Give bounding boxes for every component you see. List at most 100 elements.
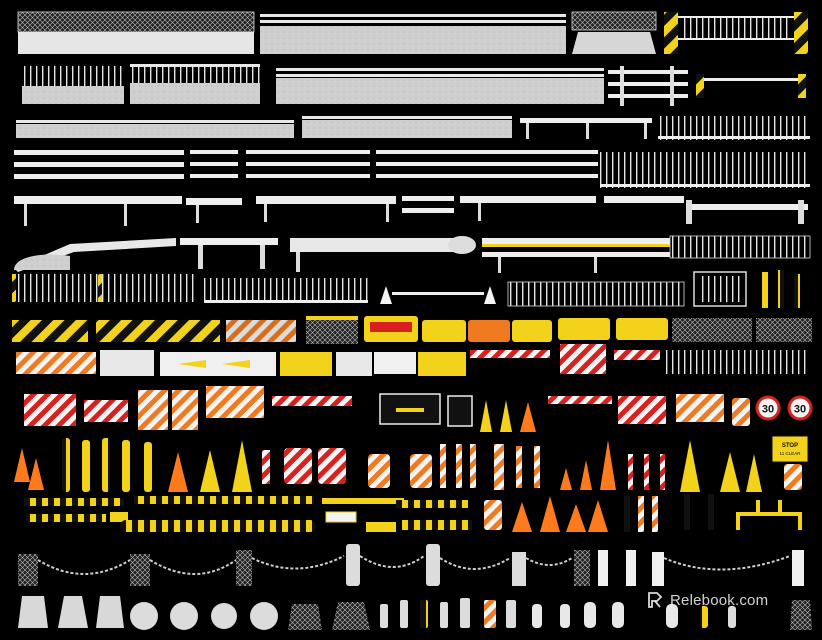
row-guardrail-ends <box>14 235 811 273</box>
traffic-cone-3 <box>168 452 188 492</box>
row-concrete-parapets <box>17 11 808 54</box>
orange-bollard-2 <box>456 444 462 488</box>
arched-railing <box>658 116 810 140</box>
small-bollard-13 <box>700 606 708 628</box>
orange-bollard-3 <box>470 444 476 488</box>
white-rail-fence-1 <box>14 150 184 179</box>
pedestrian-railing-yellow-posts <box>664 12 808 54</box>
sawhorse-barricade <box>379 393 441 425</box>
cone-small-1 <box>512 502 532 532</box>
stone-post-4 <box>512 552 526 586</box>
small-bollard-3 <box>420 600 428 628</box>
white-rail-fence-4 <box>376 150 598 178</box>
cone-small-2 <box>540 496 560 532</box>
small-bollard-12 <box>666 604 678 628</box>
red-white-barricade-row <box>470 344 660 374</box>
traffic-barrel-2 <box>318 448 346 484</box>
three-rail-fence <box>608 66 688 106</box>
small-barricade-white <box>447 395 473 427</box>
barricade-red-white-2 <box>84 400 128 422</box>
barricade-red-white-wide <box>272 396 352 406</box>
steel-guardrail-simple <box>520 118 652 139</box>
picket-barricade-long <box>666 350 810 374</box>
traffic-cone-9 <box>680 440 700 492</box>
jersey-barrier-with-fence <box>571 11 657 54</box>
reflective-curb-2 <box>325 511 357 523</box>
stone-sphere-3 <box>211 603 237 629</box>
stone-post-1 <box>18 554 38 586</box>
low-wall-guardrail-1 <box>16 120 294 138</box>
small-bollard-2 <box>400 600 408 628</box>
barricade-red-white-3 <box>548 396 612 404</box>
notice-body: 11 CLEAR <box>780 451 802 456</box>
small-bollard-7 <box>506 600 516 628</box>
reflective-curb-1 <box>322 498 404 504</box>
striped-posts-barrier <box>696 74 806 98</box>
small-bollard-8 <box>532 604 542 628</box>
barricade-red-white-4 <box>618 396 666 424</box>
barricade-orange-white-2 <box>172 390 198 430</box>
yellow-bollard-3 <box>102 438 110 492</box>
striped-cone-tall <box>494 444 504 490</box>
row-parapet-fences <box>22 64 806 106</box>
relebook-logo-icon <box>648 592 663 608</box>
yellow-water-barrier-2 <box>418 352 466 376</box>
curb-stop <box>110 512 128 522</box>
chain-3 <box>251 555 345 570</box>
crowd-control-barrier-row <box>669 235 811 259</box>
metal-barricade-row <box>507 281 685 307</box>
barricade-orange-white-3 <box>676 394 724 422</box>
white-post-2 <box>626 550 636 586</box>
small-bollard-11 <box>612 602 624 628</box>
row-water-barriers <box>16 344 810 376</box>
stone-post-3 <box>236 550 252 586</box>
round-post-2 <box>426 544 440 586</box>
speed-bump-1 <box>24 498 124 506</box>
traffic-drum <box>732 398 750 426</box>
traffic-cone-8 <box>600 440 616 490</box>
stone-block-4 <box>790 600 812 630</box>
white-post-1 <box>598 550 608 586</box>
stone-post-2 <box>130 554 150 586</box>
speed-bump-4 <box>120 520 316 532</box>
small-bollard-14 <box>728 606 736 628</box>
speed-bump-3 <box>134 496 314 504</box>
small-bollard-9 <box>560 604 570 628</box>
arched-railing-2 <box>204 278 368 303</box>
chain-1 <box>37 559 131 575</box>
picket-fence-yellow-posts <box>12 274 196 302</box>
bollard-orange-2 <box>652 496 658 532</box>
chain-2 <box>149 559 237 575</box>
stone-block-2 <box>58 596 88 628</box>
traffic-drum-striped-2 <box>410 454 432 488</box>
stone-post-5 <box>574 550 590 586</box>
watermark-text: Relebook.com <box>670 591 769 609</box>
white-rail-fence-3 <box>246 150 370 178</box>
traffic-drum-striped-1 <box>368 454 390 488</box>
row-rail-fences <box>14 150 810 188</box>
long-concrete-parapet-with-rail <box>260 14 566 54</box>
small-bollard-6 <box>484 600 496 628</box>
traffic-cone-5 <box>232 440 252 492</box>
hazard-panel-white <box>226 320 296 342</box>
delineator-post-4 <box>628 454 633 490</box>
row-stone-bollards <box>18 596 812 630</box>
w-beam-guardrail-3 <box>256 196 396 222</box>
w-beam-guardrail-2 <box>186 198 242 223</box>
row-guardrail-walls <box>16 116 810 140</box>
yellow-bollard-5 <box>144 442 152 492</box>
delineator-post-2 <box>516 446 522 488</box>
white-post-4 <box>792 550 804 586</box>
hazard-panel-1 <box>12 320 88 342</box>
stone-planter-1 <box>288 604 322 630</box>
stone-planter-2 <box>332 602 370 630</box>
row-speed-bumps <box>24 494 802 532</box>
long-parapet-with-rail-2 <box>276 68 604 104</box>
bollard-black-yellow-2 <box>684 494 690 530</box>
round-post-1 <box>346 544 360 586</box>
traffic-cone-2 <box>28 458 44 490</box>
striped-water-barrier <box>16 352 96 374</box>
w-beam-guardrail-1 <box>14 196 182 226</box>
chain-5 <box>439 557 511 570</box>
ramp-guardrail <box>14 238 176 272</box>
